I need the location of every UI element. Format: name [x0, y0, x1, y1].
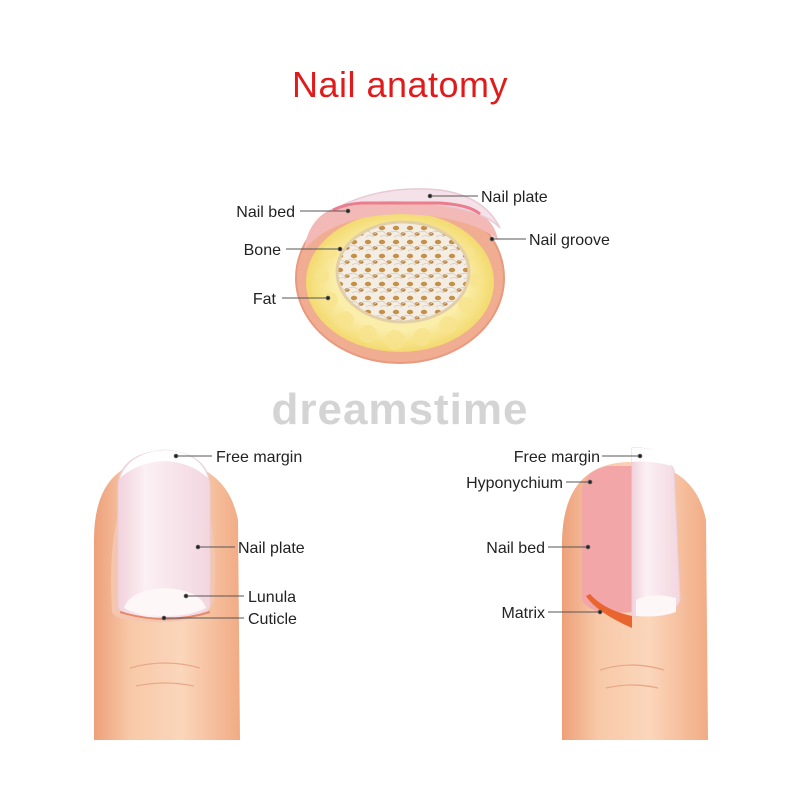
watermark-text: dreamstime [271, 385, 528, 434]
finger-right-matrix [586, 594, 632, 628]
finger-right-nail-plate [631, 447, 681, 617]
label-matrix: Matrix [501, 605, 545, 622]
label-hyponychium: Hyponychium [466, 475, 563, 492]
finger-right-leaders [548, 453, 643, 615]
label-fat: Fat [253, 291, 277, 308]
label-right-free-margin: Free margin [514, 449, 600, 466]
finger-right-nail-bed [582, 466, 632, 613]
label-nail-bed-section: Nail bed [236, 204, 295, 221]
finger-left [94, 449, 240, 740]
diagram-title: Nail anatomy [291, 64, 509, 105]
cross-section-leaders [282, 193, 526, 301]
finger-left-leaders [161, 453, 244, 621]
label-nail-plate-section: Nail plate [481, 189, 548, 206]
label-nail-groove: Nail groove [529, 232, 610, 249]
finger-left-free-margin [120, 450, 208, 478]
label-bone: Bone [244, 242, 281, 259]
label-cuticle: Cuticle [248, 611, 297, 628]
finger-right-lunula [636, 595, 676, 617]
fat-lobules [315, 245, 482, 350]
label-left-nail-plate: Nail plate [238, 540, 305, 557]
bone-section [335, 220, 471, 324]
nail-cross-section [295, 188, 505, 364]
label-right-nail-bed: Nail bed [486, 540, 545, 557]
label-left-free-margin: Free margin [216, 449, 302, 466]
finger-right [562, 447, 708, 740]
label-lunula: Lunula [248, 589, 296, 606]
nail-bed-section [304, 204, 498, 250]
finger-right-free-margin [632, 447, 672, 466]
